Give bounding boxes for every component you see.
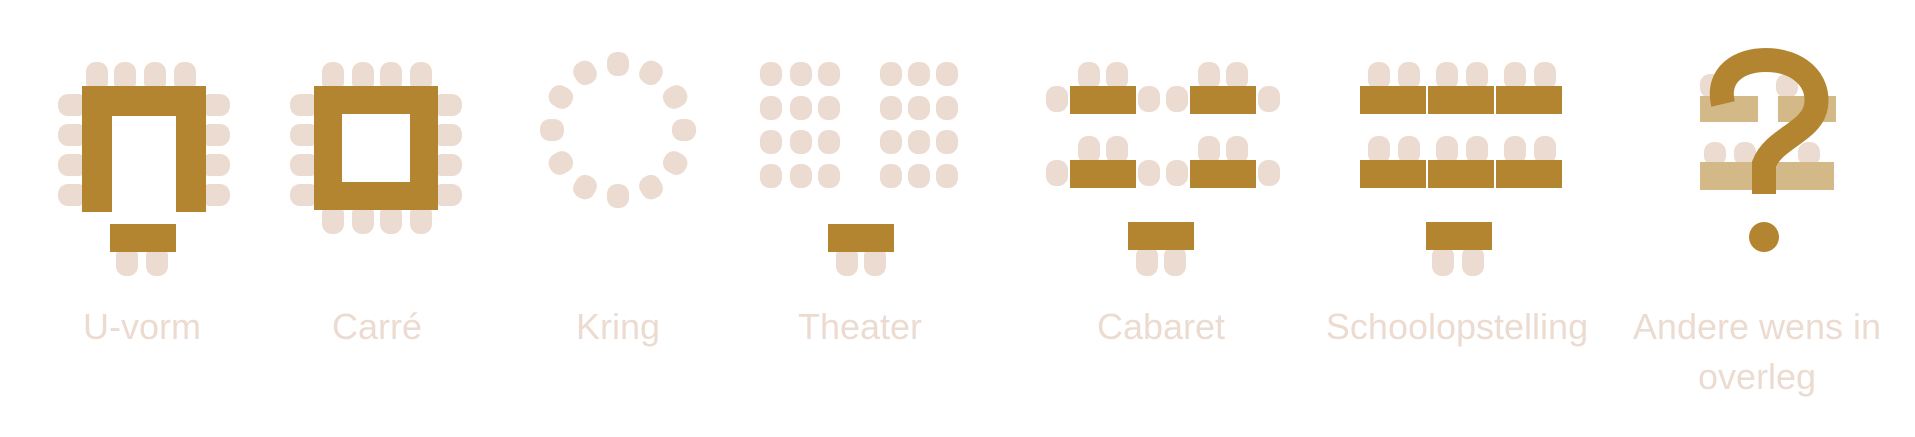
layout-label-schoolopstelling: Schoolopstelling [1325,306,1589,347]
classroom-tables-icon [1360,62,1562,276]
layout-label-kring: Kring [575,306,661,347]
round-table [572,84,664,176]
question-mark-icon [1700,47,1836,252]
square-table-icon [290,62,462,234]
layout-label-cabaret: Cabaret [1096,306,1226,347]
layout-label-u-vorm: U-vorm [83,306,201,347]
circle-seating-icon [540,52,696,208]
layout-label-andere-wens: Andere wens in overleg [1632,306,1882,397]
layout-label-theater: Theater [797,306,923,347]
theater-seating-icon [760,62,958,276]
layout-label-carre: Carré [331,306,423,347]
u-shape-table-icon [58,62,230,276]
cabaret-tables-icon [1046,62,1280,276]
